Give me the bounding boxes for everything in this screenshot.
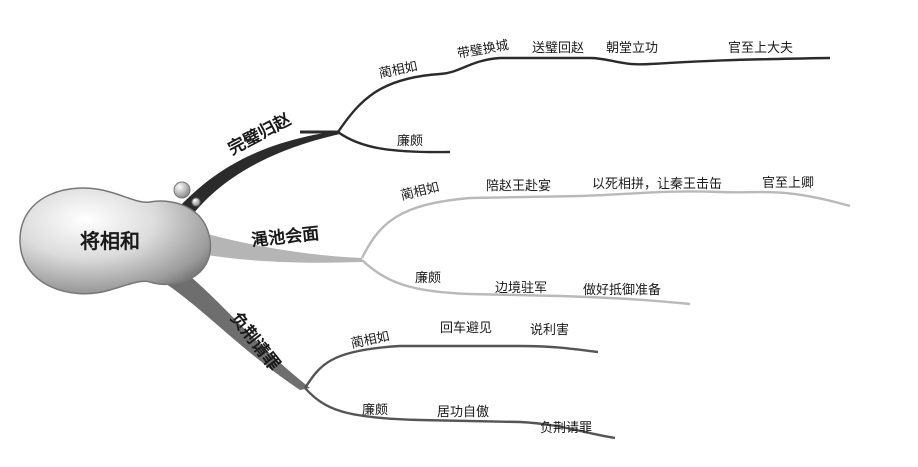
branch-3-trunk — [160, 272, 310, 390]
branch-1-lower-line — [337, 131, 451, 154]
branch-2-title: 渑池会面 — [250, 223, 320, 251]
branch-2-event-3: 官至上卿 — [762, 175, 814, 191]
gourd-knob-small-icon — [191, 197, 201, 207]
branch-2-upper-line — [360, 190, 851, 259]
branch-3-upper-line — [303, 344, 599, 389]
branch-1-upper-line — [337, 56, 831, 133]
branch-1-event-3: 朝堂立功 — [606, 41, 658, 56]
branch-2-event-4: 边境驻军 — [495, 281, 547, 296]
branch-1-child-1-name: 蔺相如 — [378, 58, 419, 82]
branch-1-trunk — [178, 132, 340, 218]
branch-1-event-4: 官至上大夫 — [728, 40, 793, 56]
branch-2-event-5: 做好抵御准备 — [583, 282, 661, 298]
branch-1-connectors — [178, 56, 831, 218]
branch-2-event-1: 陪赵王赴宴 — [486, 178, 551, 194]
branch-2-event-2: 以死相拼，让秦王击缶 — [592, 177, 722, 192]
root-node[interactable]: 将相和 — [19, 181, 212, 295]
branch-2-child-1-name: 蔺相如 — [399, 179, 441, 204]
branch-1-child-2-name: 廉颇 — [397, 133, 423, 149]
branch-2-lower-line — [361, 259, 691, 306]
branch-1-event-2: 送璧回赵 — [532, 40, 584, 56]
gourd-body-icon — [19, 187, 212, 295]
branch-2-child-2-name: 廉颇 — [415, 270, 441, 286]
branch-3-child-2-name: 廉颇 — [362, 402, 388, 418]
branch-3-child-1-name: 蔺相如 — [350, 328, 391, 352]
branch-2-trunk — [200, 232, 362, 263]
branch-2-connectors — [200, 190, 851, 306]
branch-3-title: 负荆请罪 — [226, 308, 284, 375]
branch-3-event-4: 负荆请罪 — [540, 420, 592, 436]
branch-3-event-1: 回车避见 — [440, 320, 492, 336]
branch-3-lower-line — [304, 387, 616, 440]
branch-3-connectors — [160, 272, 616, 440]
root-title: 将相和 — [80, 229, 140, 253]
gourd-knob-icon — [173, 181, 191, 199]
branch-3-event-2: 说利害 — [530, 322, 569, 338]
branch-3-event-3: 居功自傲 — [437, 405, 489, 420]
